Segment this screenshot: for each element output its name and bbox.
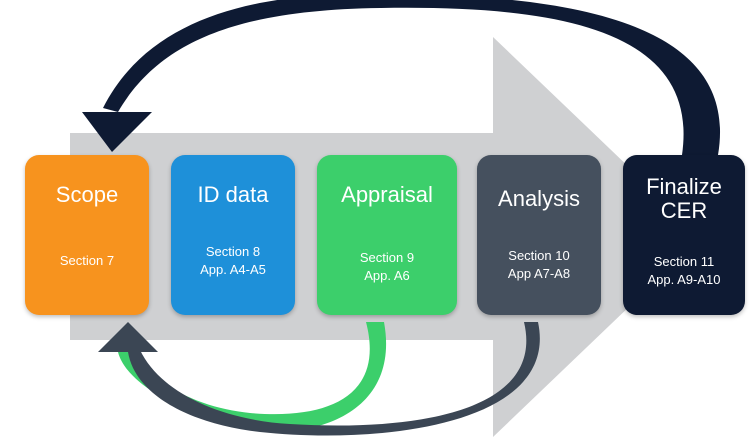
stage-analysis: Analysis Section 10 App A7-A8 <box>477 155 601 315</box>
stage-id-data: ID data Section 8 App. A4-A5 <box>171 155 295 315</box>
bottom-loop-arrowhead <box>98 322 158 352</box>
stage-reference-line: Section 11 <box>653 254 715 269</box>
stage-reference-line: App. A6 <box>364 268 410 283</box>
stage-reference: Section 8 App. A4-A5 <box>175 243 291 279</box>
stage-title: Finalize CER <box>646 174 722 223</box>
stage-reference-line: Section 7 <box>59 253 115 268</box>
stage-reference: Section 7 <box>29 252 145 270</box>
stage-reference-line: Section 8 <box>205 244 261 259</box>
stage-finalize-cer: Finalize CER Section 11 App. A9-A10 <box>623 155 745 315</box>
stage-title: Scope <box>55 182 119 207</box>
stage-reference-line: App. A9-A10 <box>647 272 721 287</box>
stage-reference: Section 10 App A7-A8 <box>481 247 597 283</box>
stage-title: Appraisal <box>341 182 433 207</box>
top-feedback-loop <box>103 0 720 155</box>
stage-appraisal: Appraisal Section 9 App. A6 <box>317 155 457 315</box>
stage-title: Analysis <box>498 186 580 211</box>
stage-reference-line: Section 10 <box>508 248 570 263</box>
stage-reference-line: Section 9 <box>359 250 415 265</box>
stage-reference: Section 11 App. A9-A10 <box>627 253 741 289</box>
stage-reference: Section 9 App. A6 <box>321 249 453 285</box>
stage-reference-line: App A7-A8 <box>507 266 571 281</box>
top-loop-arrowhead <box>82 112 152 152</box>
stage-scope: Scope Section 7 <box>25 155 149 315</box>
stage-reference-line: App. A4-A5 <box>200 262 266 277</box>
stage-title: ID data <box>197 182 269 207</box>
